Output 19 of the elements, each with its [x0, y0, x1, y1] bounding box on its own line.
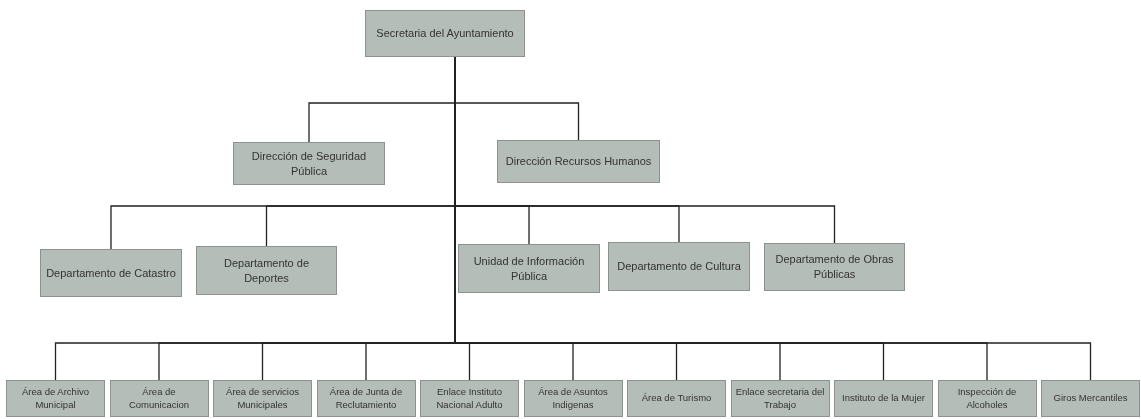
org-unit-box: Área de servicios Municipales	[213, 380, 312, 417]
org-unit-box: Departamento de Catastro	[40, 249, 182, 297]
org-unit-box: Área de Junta de Reclutamiento	[316, 380, 416, 417]
org-unit-box: Instituto de la Mujer	[834, 380, 933, 417]
org-unit-box: Dirección Recursos Humanos	[497, 140, 660, 183]
org-unit-box: Departamento de Cultura	[608, 242, 750, 291]
org-unit-box: Secretaria del Ayuntamiento	[365, 10, 525, 57]
org-unit-box: Giros Mercantiles	[1041, 380, 1140, 417]
org-unit-box: Área de Asuntos Indigenas	[523, 380, 623, 417]
org-unit-box: Departamento de Deportes	[196, 246, 337, 295]
org-unit-box: Departamento de Obras Públicas	[764, 243, 905, 291]
org-unit-box: Área de Comunicacion	[109, 380, 209, 417]
org-unit-box: Dirección de Seguridad Pública	[233, 142, 385, 185]
org-unit-box: Unidad de Información Pública	[458, 244, 600, 293]
org-unit-box: Enlace secretaria del Trabajo	[730, 380, 830, 417]
org-unit-box: Enlace Instituto Nacional Adulto	[420, 380, 519, 417]
org-unit-box: Área de Archivo Municipal	[6, 380, 105, 417]
org-unit-box: Área de Turismo	[627, 380, 726, 417]
org-unit-box: Inspección de Alcoholes	[937, 380, 1037, 417]
